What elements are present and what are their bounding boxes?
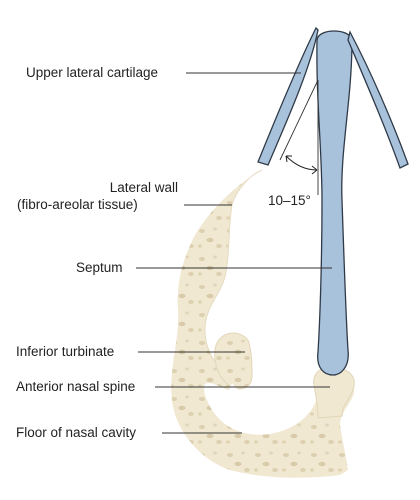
nasal-cavity-space (224, 380, 318, 427)
upper-lateral-cartilage-right (347, 30, 409, 169)
label-inferior-turbinate: Inferior turbinate (16, 344, 115, 359)
label-angle: 10–15° (268, 193, 311, 208)
label-lateral-wall-line1: Lateral wall (109, 180, 178, 195)
angle-arc (285, 155, 318, 171)
lateral-wall-floor-shape (171, 170, 355, 478)
label-lateral-wall-line2: (fibro-areolar tissue) (17, 197, 138, 212)
bone-region (171, 169, 355, 478)
inferior-turbinate-shape (214, 332, 253, 390)
label-upper-lateral-cartilage: Upper lateral cartilage (26, 65, 159, 80)
angle-reference-diagonal (279, 79, 319, 161)
septum-shape (316, 30, 353, 376)
upper-lateral-cartilage-left (257, 26, 319, 166)
label-septum: Septum (76, 260, 123, 275)
label-floor-of-nasal-cavity: Floor of nasal cavity (16, 425, 137, 440)
label-anterior-nasal-spine: Anterior nasal spine (16, 379, 136, 394)
